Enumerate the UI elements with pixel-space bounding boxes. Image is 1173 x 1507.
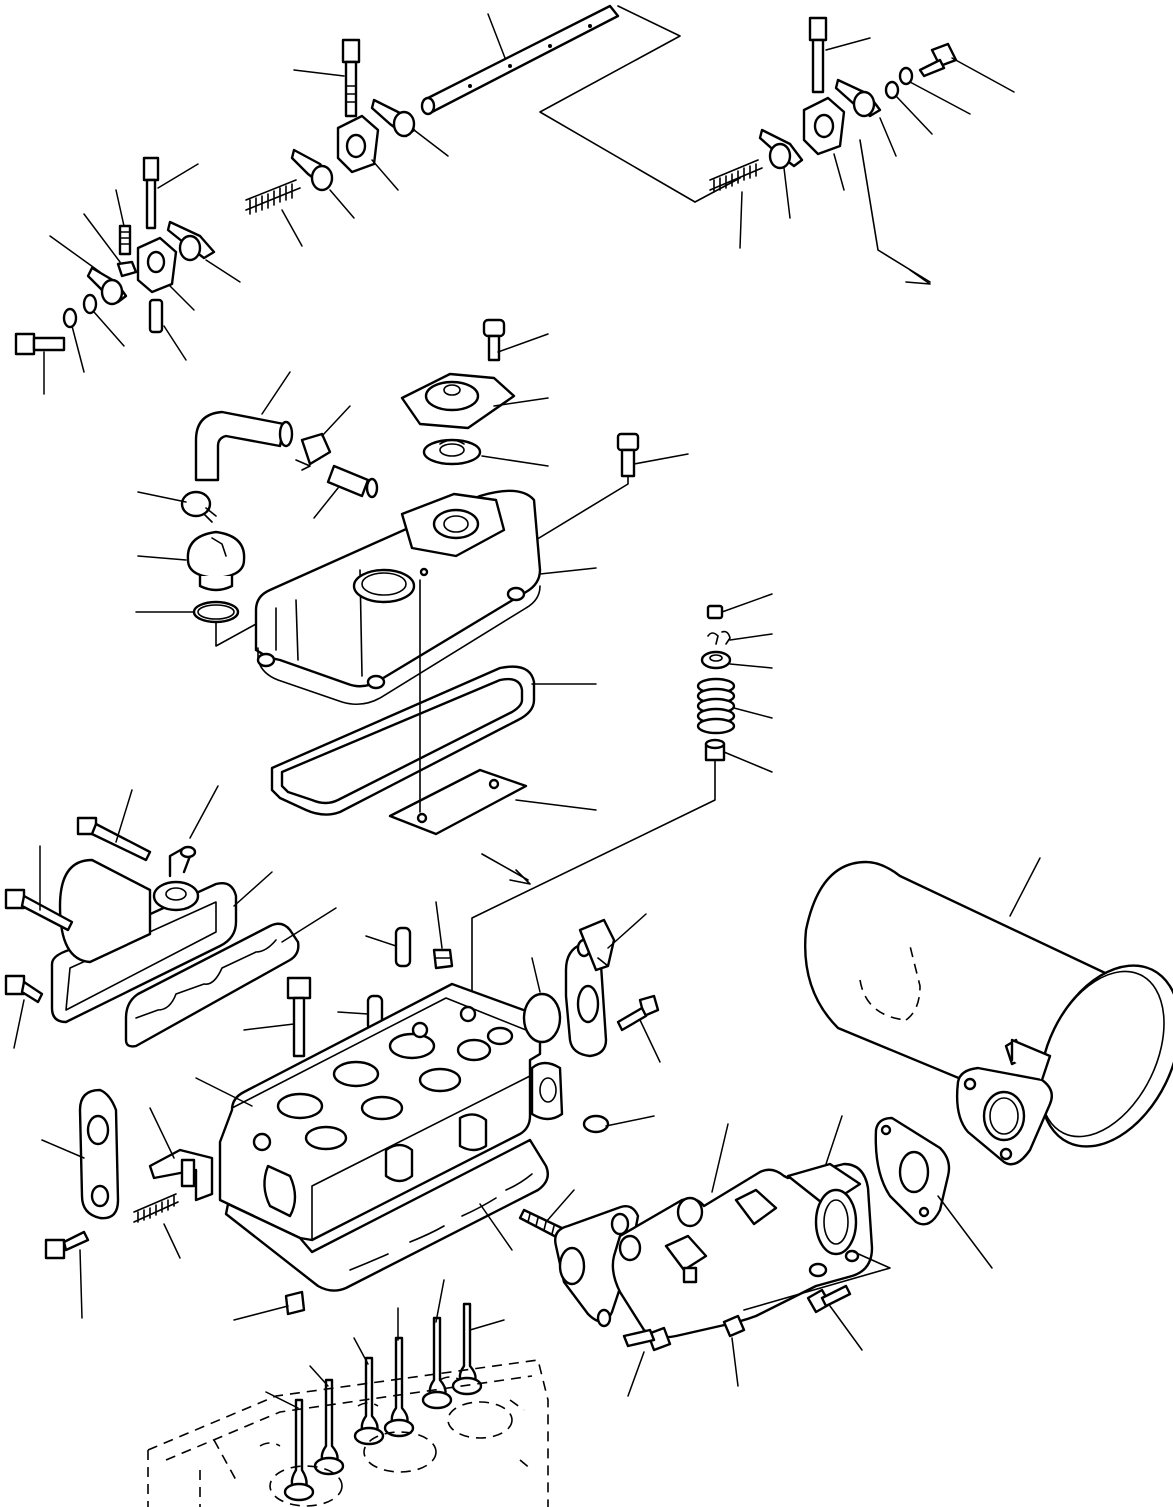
rocker-spring-left — [245, 179, 301, 215]
spring-stud — [133, 1193, 179, 1223]
seal-ring — [582, 1114, 610, 1134]
washer-2 — [82, 293, 98, 315]
rocker-bolt-left — [142, 156, 160, 230]
thermostat-bolt — [616, 994, 660, 1032]
exhaust-gasket — [554, 1205, 640, 1328]
intake-manifold — [50, 845, 238, 1024]
breather-hose — [194, 410, 294, 482]
washer-right-1 — [898, 66, 914, 86]
cylinder-head-cover — [254, 489, 542, 706]
rocker-support-left — [136, 236, 178, 294]
washer-1 — [62, 307, 78, 329]
set-screw — [118, 224, 132, 256]
rocker-arm-b — [166, 220, 216, 262]
nut-small — [116, 260, 138, 278]
rocker-arm-a — [86, 266, 128, 306]
washer-right-2 — [884, 80, 900, 100]
head-gasket — [224, 1138, 549, 1292]
rocker-bolt-right — [808, 16, 828, 94]
muffler — [804, 860, 1173, 1166]
cylinder-block — [147, 1359, 549, 1507]
rocker-support-right — [802, 96, 846, 156]
valves — [283, 1302, 483, 1502]
intake-bolt-1 — [76, 816, 152, 862]
cover-bolt — [616, 432, 640, 478]
plug-small — [432, 948, 454, 970]
bracket-bolt — [44, 1230, 90, 1260]
intake-gasket — [124, 922, 300, 1048]
dowel-pin — [148, 298, 164, 334]
muffler-gasket — [874, 1116, 951, 1226]
hose-clamp — [295, 432, 332, 471]
breather-screw — [482, 318, 506, 362]
head-cover-gasket — [270, 665, 536, 816]
rocker-arm-right-a — [834, 78, 882, 118]
rocker-arm-right-b — [758, 128, 804, 170]
rocker-shaft — [420, 4, 620, 116]
intake-bolt-2 — [4, 888, 74, 932]
valve-cotter — [707, 630, 731, 645]
breather-valve — [180, 490, 217, 523]
water-outlet-gasket — [564, 918, 616, 1058]
rocker-bolt-far-right — [918, 42, 958, 78]
breather-pipe — [326, 464, 379, 499]
plug-bottom — [284, 1290, 306, 1316]
rocker-arm-c — [290, 148, 334, 192]
oil-filler-cap — [186, 530, 246, 592]
exhaust-nut — [722, 1314, 746, 1338]
rocker-spring-right — [709, 159, 763, 193]
intake-bolt-3 — [4, 974, 44, 1004]
valve-stem-seal — [704, 738, 726, 762]
cylinder-head — [218, 982, 564, 1242]
pin-1 — [394, 926, 412, 968]
bolt-left-small — [14, 332, 66, 356]
bracket — [148, 1148, 214, 1202]
exhaust-manifold — [611, 1162, 874, 1339]
head-bolt — [286, 976, 312, 1058]
rocker-support-center — [336, 114, 380, 174]
rocker-bolt-center — [341, 38, 361, 118]
water-pipe-gasket — [78, 1088, 120, 1220]
valve-spring — [696, 677, 736, 735]
o-ring — [192, 600, 240, 624]
breather-cover — [400, 372, 516, 430]
valve-spring-retainer — [700, 650, 732, 670]
rocker-arm-d — [370, 98, 416, 138]
plug-cap — [522, 992, 562, 1044]
plate — [388, 768, 528, 836]
exhaust-bolt-1 — [622, 1326, 672, 1352]
exhaust-bolt-2 — [806, 1284, 852, 1314]
breather-element — [422, 438, 482, 466]
valve-cap — [706, 604, 724, 620]
